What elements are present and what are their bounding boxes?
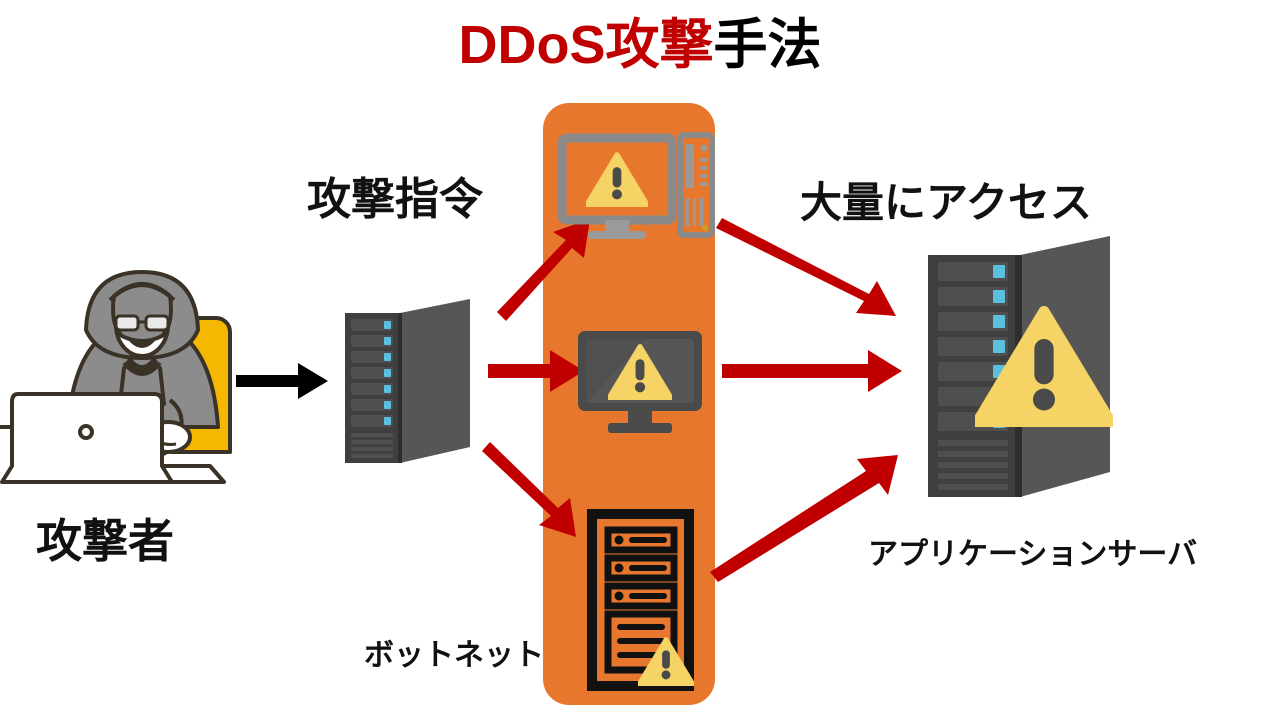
label-attacker: 攻撃者 (36, 515, 174, 567)
arrow-bot-1-to-app-server (716, 218, 896, 316)
server-tower-icon (345, 299, 470, 463)
label-attack-command: 攻撃指令 (307, 175, 483, 224)
page-title-highlight: DDoS攻撃 (458, 15, 714, 75)
arrow-bot-2-to-app-server (722, 350, 902, 392)
glasses-icon (114, 314, 170, 332)
botnet-group-panel (543, 103, 715, 705)
label-app-server: アプリケーションサーバ (868, 538, 1198, 571)
page-title-plain: 手法 (713, 15, 822, 75)
server-tower-with-warning-icon (928, 236, 1110, 497)
arrow-attacker-to-command-server (236, 363, 328, 399)
page-title: DDoS攻撃手法 (0, 18, 1280, 72)
label-botnet: ボットネット (364, 639, 544, 672)
label-mass-access: 大量にアクセス (800, 179, 1092, 226)
hooded-hacker-at-laptop-icon (0, 270, 232, 484)
